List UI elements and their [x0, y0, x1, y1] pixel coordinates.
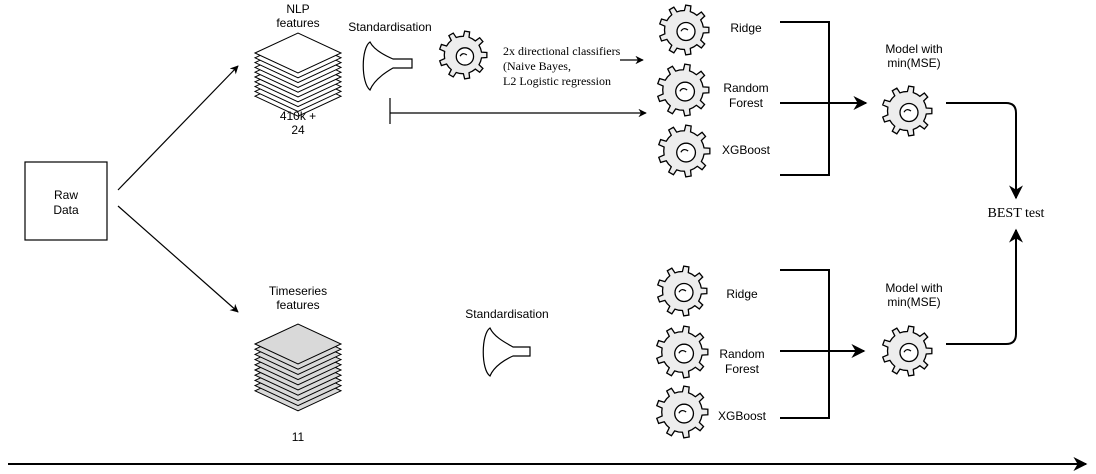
ts-title-line2: features — [276, 298, 319, 312]
raw-to-timeseries-arrow — [117, 205, 239, 313]
gear-hole — [899, 342, 919, 363]
timeseries-features-stack — [253, 323, 343, 412]
gear-detail — [678, 289, 687, 293]
nlp-best-model-gear-icon — [881, 85, 933, 137]
nlp-features-stack — [253, 32, 343, 117]
gear-hole — [674, 403, 695, 424]
raw-data-label-line1: Raw — [54, 188, 78, 202]
ts-standardisation-label: Standardisation — [465, 307, 548, 321]
best-test-label: BEST test — [988, 206, 1045, 221]
gear-detail — [680, 28, 689, 32]
ts-xgboost-label: XGBoost — [718, 409, 767, 423]
nlp-to-best-test-arrow — [946, 102, 1023, 200]
raw-data-label-line2: Data — [53, 203, 79, 217]
classifier-label-line3: L2 Logistic regression — [503, 74, 611, 88]
nlp-funnel-icon — [362, 41, 413, 91]
nlp-standardisation-label: Standardisation — [348, 20, 431, 34]
nlp-best-model-label-line1: Model with — [885, 42, 942, 56]
nlp-title-line2: features — [276, 16, 319, 30]
ts-random-forest-label-line1: Random — [719, 347, 764, 361]
nlp-best-model-label-line2: min(MSE) — [887, 56, 940, 70]
ts-xgboost-gear-icon — [655, 385, 709, 439]
gear-detail — [678, 409, 687, 414]
nlp-models-bracket — [780, 21, 830, 176]
nlp-ridge-gear-icon — [658, 4, 710, 56]
nlp-random-forest-label-line2: Forest — [729, 96, 764, 110]
gear-detail — [680, 148, 689, 153]
ts-ridge-label: Ridge — [726, 287, 758, 301]
raw-data-box: Raw Data — [24, 161, 108, 241]
gear-detail — [903, 349, 912, 353]
ts-models-bracket — [780, 269, 830, 419]
ts-best-model-gear-icon — [881, 325, 933, 377]
nlp-random-forest-label-line1: Random — [723, 81, 768, 95]
gear-detail — [678, 349, 687, 354]
gear-detail — [679, 87, 688, 92]
gear-hole — [674, 343, 695, 364]
ts-funnel-icon — [482, 327, 531, 377]
nlp-title-line1: NLP — [286, 2, 309, 16]
raw-to-nlp-arrow — [117, 65, 239, 191]
nlp-ridge-label: Ridge — [730, 21, 762, 35]
ts-title-line1: Timeseries — [269, 284, 327, 298]
ts-count-label: 11 — [292, 430, 305, 444]
classifier-label-line2: (Naive Bayes, — [503, 59, 571, 73]
gear-hole — [674, 282, 694, 303]
ts-to-best-test-arrow — [946, 228, 1023, 345]
nlp-xgboost-label: XGBoost — [722, 143, 771, 157]
gear-hole — [676, 21, 696, 42]
ts-ridge-gear-icon — [656, 265, 708, 317]
nlp-xgboost-gear-icon — [657, 124, 711, 178]
stack-layer — [253, 323, 343, 365]
classifier-label-line1: 2x directional classifiers — [503, 44, 621, 58]
ts-best-model-label-line2: min(MSE) — [887, 295, 940, 309]
nlp-count-line1: 410k + — [280, 109, 316, 123]
gear-detail — [459, 53, 468, 57]
classifier-gear-icon — [438, 30, 488, 80]
ts-best-model-label-line1: Model with — [885, 281, 942, 295]
gear-hole — [455, 47, 475, 66]
nlp-random-forest-gear-icon — [656, 63, 710, 117]
gear-hole — [899, 102, 919, 123]
nlp-count-line2: 24 — [291, 123, 305, 137]
ts-random-forest-gear-icon — [655, 325, 709, 379]
stack-layer — [253, 32, 343, 74]
gear-hole — [675, 81, 696, 102]
gear-hole — [676, 142, 697, 163]
ts-random-forest-label-line2: Forest — [725, 362, 760, 376]
gear-detail — [903, 109, 912, 113]
